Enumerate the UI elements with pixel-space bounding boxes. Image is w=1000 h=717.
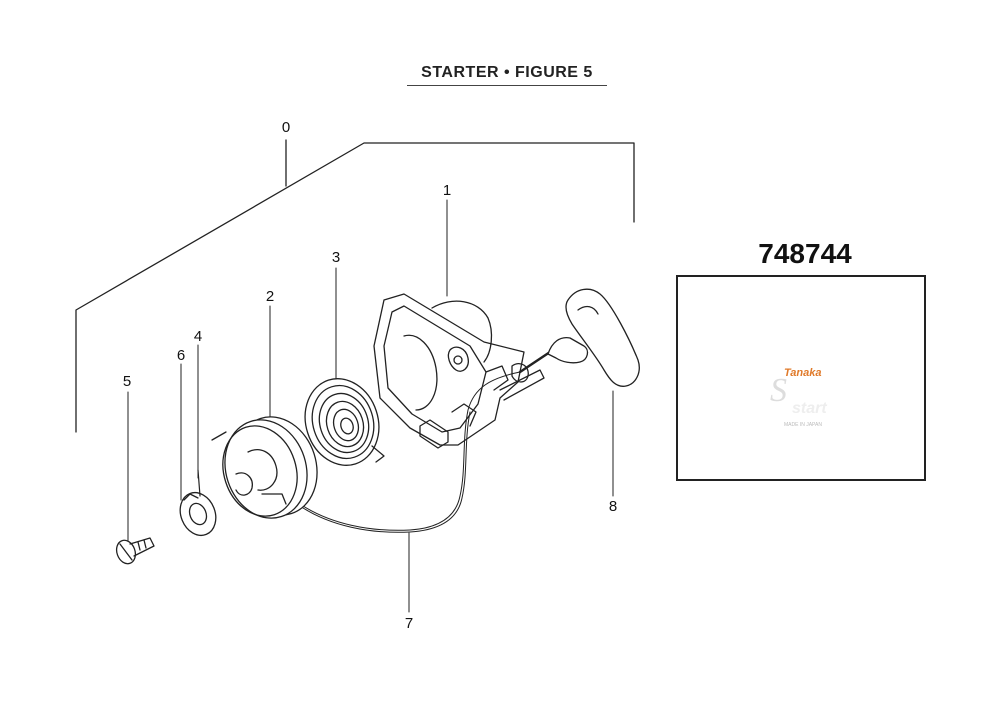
callout-1: 1 <box>442 182 452 199</box>
brand-logo-text: Tanaka <box>784 367 822 379</box>
leader-lines <box>127 199 614 613</box>
callout-7: 7 <box>404 615 414 632</box>
callout-2: 2 <box>265 288 275 305</box>
callout-4: 4 <box>193 328 203 345</box>
assembly-part-number: 748744 <box>758 238 852 269</box>
part-5-screw <box>115 537 155 565</box>
logo-s-letter: S <box>770 372 787 409</box>
part-3-recoil-spring <box>304 378 385 466</box>
callout-5: 5 <box>122 373 132 390</box>
callout-8: 8 <box>608 498 618 515</box>
callout-6: 6 <box>176 347 186 364</box>
part-4-ratchet-spring <box>197 469 201 497</box>
part-8-starter-handle <box>518 288 640 387</box>
assembly-photo-frame <box>676 275 926 481</box>
assembly-bracket <box>75 139 635 433</box>
part-1-starter-housing <box>373 293 545 449</box>
logo-start-word: start <box>792 400 827 417</box>
figure-title: STARTER • FIGURE 5 <box>421 64 593 81</box>
part-2-rope-reel <box>211 416 318 519</box>
title-underline <box>407 85 607 86</box>
made-in-japan-text: MADE IN JAPAN <box>784 422 822 428</box>
callout-3: 3 <box>331 249 341 266</box>
part-6-ratchet <box>179 491 217 537</box>
part-7-starter-rope <box>299 371 521 533</box>
callout-0: 0 <box>281 119 291 136</box>
